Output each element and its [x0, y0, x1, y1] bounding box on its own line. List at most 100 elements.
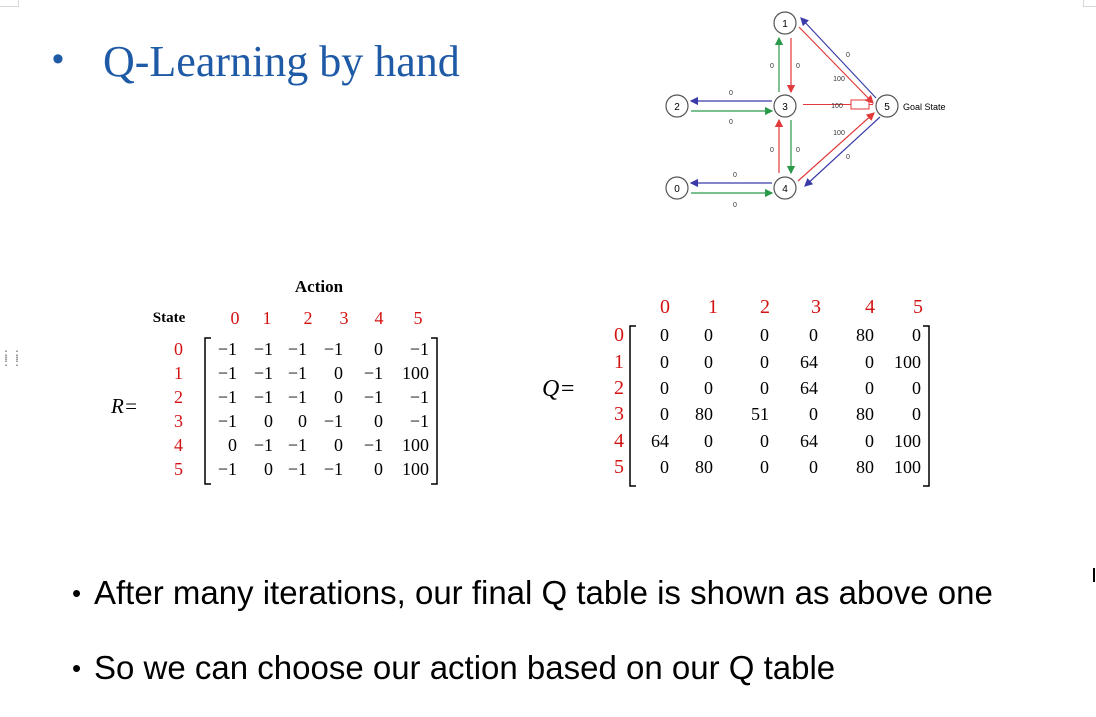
q-cell: 0 — [809, 404, 818, 424]
r-cell: −1 — [288, 387, 307, 407]
q-cell: 64 — [651, 431, 669, 451]
r-cell: −1 — [410, 411, 429, 431]
q-col-label: 4 — [865, 296, 875, 318]
node-3-label: 3 — [782, 102, 788, 113]
q-cell: 0 — [865, 352, 874, 372]
q-cell: 100 — [894, 352, 921, 372]
q-cell: 0 — [704, 431, 713, 451]
r-cell: 0 — [334, 363, 343, 383]
r-cell: −1 — [324, 411, 343, 431]
r-col-label: 0 — [231, 308, 240, 328]
node-4-label: 4 — [782, 184, 788, 195]
r-cell: 0 — [334, 387, 343, 407]
r-cell: 0 — [228, 435, 237, 455]
q-cell: 0 — [760, 378, 769, 398]
r-cell: −1 — [218, 459, 237, 479]
text-cursor-mark — [1093, 568, 1095, 582]
edge-label: 100 — [833, 130, 845, 137]
q-cell: 80 — [856, 325, 874, 345]
r-cell: −1 — [288, 339, 307, 359]
r-cell: −1 — [324, 339, 343, 359]
r-bracket-left — [204, 337, 211, 485]
q-cell: 0 — [760, 431, 769, 451]
node-3: 3 — [773, 94, 797, 118]
q-cell: 64 — [800, 431, 818, 451]
r-cell: −1 — [218, 363, 237, 383]
drag-handle-icon[interactable]: ⋮⋮⋮⋮ — [0, 348, 23, 368]
r-cell: −1 — [364, 435, 383, 455]
q-cell: 0 — [809, 325, 818, 345]
node-4: 4 — [773, 176, 797, 200]
r-state-header: State — [153, 310, 186, 326]
r-cell: 0 — [334, 435, 343, 455]
node-0-label: 0 — [674, 184, 680, 195]
r-cell: 0 — [298, 411, 307, 431]
r-cell: −1 — [364, 387, 383, 407]
r-col-label: 2 — [304, 308, 313, 328]
q-cell: 0 — [660, 325, 669, 345]
q-cell: 0 — [660, 352, 669, 372]
q-cell: 0 — [865, 431, 874, 451]
r-cell: −1 — [218, 339, 237, 359]
node-1-label: 1 — [782, 19, 788, 30]
state-graph: 1 2 3 0 4 5 Goal State 0 0 0 0 0 0 0 0 0… — [655, 0, 995, 225]
r-row-label: 0 — [174, 339, 183, 359]
edge-label: 0 — [846, 154, 850, 161]
r-bracket-right — [431, 337, 438, 485]
q-col-label: 3 — [811, 296, 821, 318]
r-cell: 0 — [264, 411, 273, 431]
r-cell: 0 — [374, 459, 383, 479]
node-5-label: 5 — [884, 102, 890, 113]
q-cell: 80 — [695, 404, 713, 424]
frame-corner-top-right — [1083, 0, 1096, 7]
r-action-header: Action — [295, 277, 344, 296]
q-cell: 0 — [865, 378, 874, 398]
q-cell: 0 — [760, 457, 769, 477]
node-1: 1 — [773, 11, 797, 35]
q-cell: 0 — [660, 457, 669, 477]
r-cell: −1 — [218, 411, 237, 431]
r-cell: 100 — [402, 435, 429, 455]
r-row-label: 1 — [174, 363, 183, 383]
edge-5-to-4 — [804, 116, 881, 187]
r-cell: −1 — [288, 435, 307, 455]
q-cell: 100 — [894, 457, 921, 477]
q-col-label: 0 — [660, 296, 670, 318]
q-cell: 100 — [894, 431, 921, 451]
r-label: R= — [110, 394, 138, 418]
q-row-label: 0 — [614, 324, 624, 346]
r-col-label: 3 — [340, 308, 349, 328]
q-row-label: 2 — [614, 377, 624, 399]
q-col-label: 5 — [913, 296, 923, 318]
bullet-text: So we can choose our action based on our… — [94, 649, 836, 686]
node-0: 0 — [665, 176, 689, 200]
q-row-label: 3 — [614, 403, 624, 425]
q-cell: 0 — [912, 404, 921, 424]
r-row-label: 4 — [174, 435, 183, 455]
r-cell: −1 — [324, 459, 343, 479]
goal-state-label: Goal State — [903, 102, 946, 112]
edge-label: 0 — [729, 90, 733, 97]
r-col-label: 5 — [414, 308, 423, 328]
edge-label: 0 — [796, 147, 800, 154]
r-cell: 100 — [402, 459, 429, 479]
node-5: 5 — [875, 94, 899, 118]
r-cell: −1 — [288, 363, 307, 383]
r-cell: −1 — [254, 363, 273, 383]
bullet-item: •So we can choose our action based on ou… — [72, 649, 835, 687]
q-cell: 0 — [660, 404, 669, 424]
q-cell: 0 — [809, 457, 818, 477]
title-bullet: • — [52, 40, 64, 78]
edge-label: 0 — [770, 147, 774, 154]
r-row-label: 3 — [174, 411, 183, 431]
edge-5-to-1 — [800, 17, 877, 99]
edge-label: 100 — [833, 76, 845, 83]
r-row-label: 2 — [174, 387, 183, 407]
r-cell: 0 — [264, 459, 273, 479]
q-label: Q= — [542, 376, 576, 402]
edge-label: 0 — [733, 202, 737, 209]
node-2: 2 — [665, 94, 689, 118]
q-cell: 0 — [760, 325, 769, 345]
